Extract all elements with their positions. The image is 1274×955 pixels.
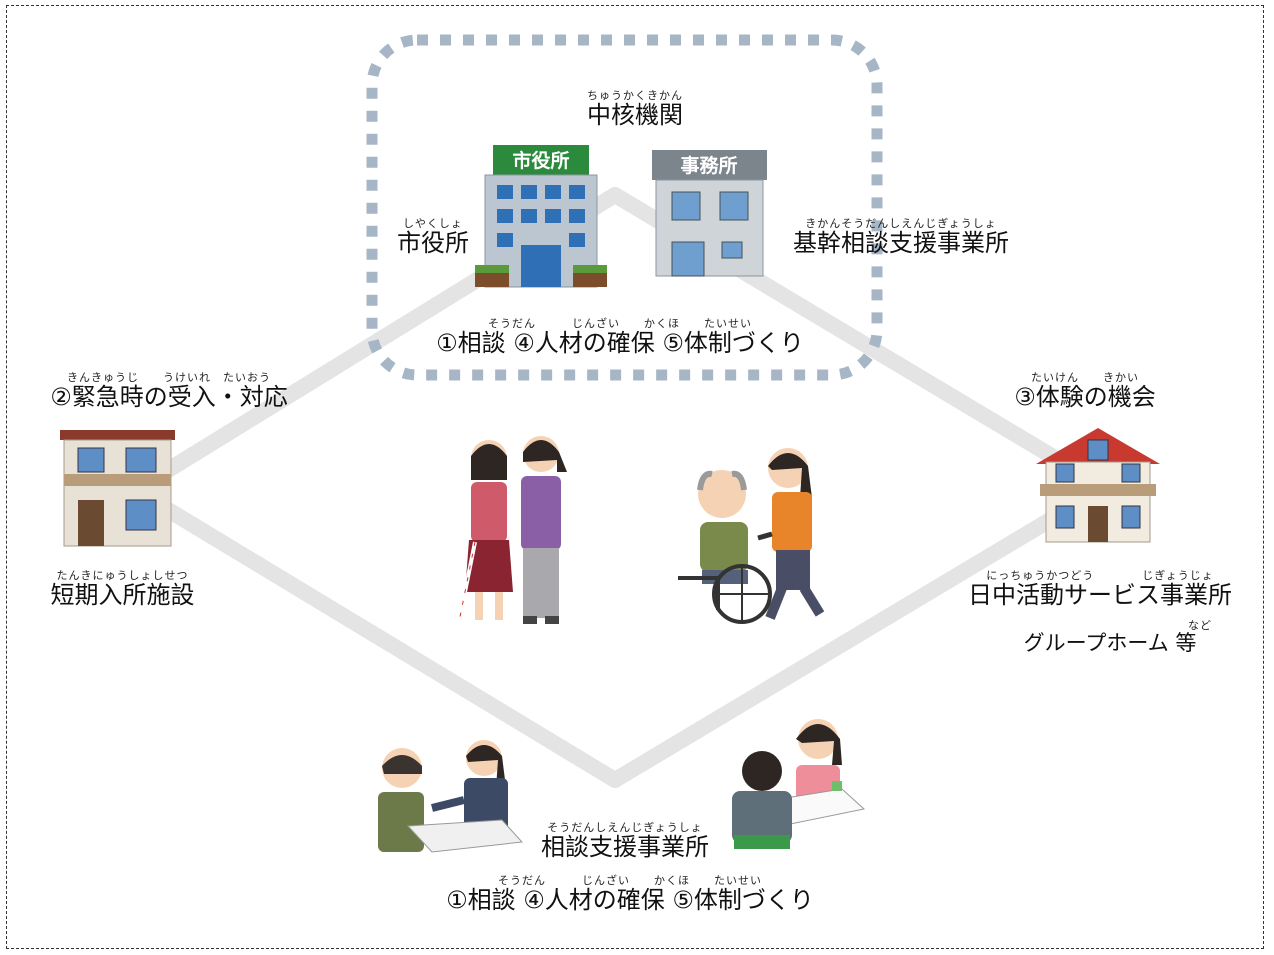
diagram-frame <box>6 5 1264 949</box>
consultation-meeting-icon <box>378 740 524 853</box>
short-stay-house-icon <box>60 430 175 547</box>
city-hall-label: しやくしょ 市役所 <box>397 217 469 257</box>
experience-function: たいけん きかい ③体験の機会 <box>1014 371 1156 411</box>
group-consultation-icon <box>732 719 866 849</box>
link-left-bottom <box>152 497 623 788</box>
core-office-label: きかんそうだんしえんじぎょうしょ 基幹相談支援事業所 <box>793 217 1009 257</box>
group-home-label: など グループホーム 等 <box>1023 619 1212 655</box>
short-stay-label: たんきにゅうしょしせつ 短期入所施設 <box>50 569 195 609</box>
svg-text:事務所: 事務所 <box>680 154 737 177</box>
core-title: ちゅうかくきかん 中核機関 <box>587 89 683 129</box>
consult-office-label: そうだんしえんじぎょうしょ 相談支援事業所 <box>541 821 709 861</box>
link-right-bottom <box>607 497 1083 788</box>
experience-label: にっちゅうかつどう じぎょうじょ 日中活動サービス事業所 <box>968 569 1232 609</box>
short-stay-function: きんきゅうじ うけいれ たいおう ②緊急時の受入・対応 <box>50 371 288 411</box>
group-home-house-icon <box>1036 428 1160 543</box>
core-boundary <box>366 34 883 381</box>
wheelchair-care-icon <box>678 448 825 624</box>
svg-text:市役所: 市役所 <box>512 149 569 172</box>
guide-helper-people-icon <box>457 436 567 624</box>
city-hall-building-icon: 市役所 <box>475 145 607 288</box>
office-building-icon: 事務所 <box>652 150 767 277</box>
core-functions: そうだん じんざい かくほ たいせい ①相談 ④人材の確保 ⑤体制づくり <box>436 317 804 357</box>
consult-functions: そうだん じんざい かくほ たいせい ①相談 ④人材の確保 ⑤体制づくり <box>446 874 814 914</box>
